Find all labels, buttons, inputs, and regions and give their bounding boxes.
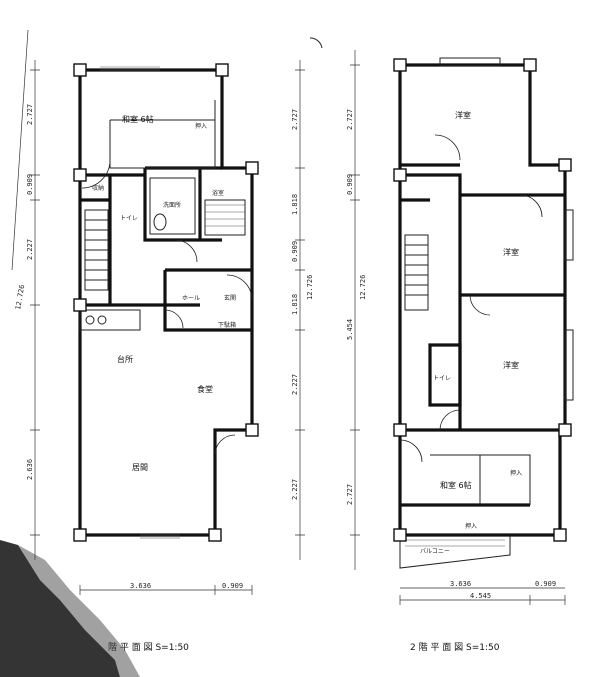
dim-2f-left-5454: 5.454 [346,319,354,340]
room-daidokoro-1f: 台所 [117,354,133,364]
scan-shadow [0,540,140,677]
dim-2f-left-2727: 2.727 [346,109,354,130]
dim-1f-left-2227: 2.227 [26,239,34,260]
dim-1f-right-1818: 1.818 [291,194,299,215]
dim-1f-left-total: 12.726 [14,284,26,310]
washbasin-counter [204,199,246,236]
dim-1f-right-total: 12.726 [306,275,314,300]
room-yoshitsu-2f-east: 洋室 [503,247,519,257]
room-shokudo-1f: 食堂 [197,384,213,394]
dim-1f-left-0909: 0.909 [26,174,34,195]
bath-unit [149,177,196,235]
room-oshiire-1f: 押入 [195,122,207,130]
floor2-plan [350,50,574,605]
dim-2f-left-2727b: 2.727 [346,484,354,505]
room-balcony-2f: バルコニー [420,548,450,555]
room-gekabako-1f: 下駄箱 [218,321,236,329]
dim-1f-left-2636: 2.636 [26,459,34,480]
dim-1f-bottom-0909: 0.909 [222,582,243,590]
room-oshiire-2f: 押入 [510,469,522,477]
dim-2f-left-total: 12.726 [359,275,367,300]
room-shuno-1f: 収納 [92,184,104,192]
toilet-fixture [153,213,167,231]
dim-2f-left-0909: 0.909 [346,174,354,195]
dim-1f-bottom-3636: 3.636 [130,582,151,590]
room-hall-1f: ホール [182,295,200,302]
room-yoshitsu-2f-north: 洋室 [455,110,471,120]
dim-1f-right-2727: 2.727 [291,109,299,130]
floor2-title: 2 階 平 面 図 S=1:50 [410,642,500,653]
dim-1f-right-0909: 0.909 [291,241,299,262]
dim-2f-bottom-3636: 3.636 [450,580,471,588]
room-washitsu-2f: 和室 6帖 [440,480,472,490]
room-ima-1f: 居間 [132,463,148,472]
kitchen-counter [79,309,141,331]
room-toilet-2f: トイレ [433,375,451,382]
scan-mark [309,37,323,49]
floor1-title: 階 平 面 図 S=1:50 [108,642,189,653]
room-senmen-1f: 洗面所 [163,201,181,209]
room-genkan-1f: 玄関 [224,294,236,302]
dim-2f-bottom-0909: 0.909 [535,580,556,588]
floor1-stairs [84,209,109,291]
room-oshiire-2f-b: 押入 [465,522,477,530]
room-yoshitsu-2f-south: 洋室 [503,360,519,370]
dim-1f-right-1818b: 1.818 [291,294,299,315]
dim-1f-left-2727: 2.727 [26,104,34,125]
room-toilet-1f: トイレ [120,215,138,222]
balcony-outline [399,535,511,569]
floor1-plan [11,29,305,595]
dim-2f-bottom-4545: 4.545 [470,592,491,600]
floor2-stairs [404,234,429,311]
room-yokushitsu-1f: 浴室 [212,189,224,197]
room-washitsu-1f: 和室 6帖 [122,114,154,124]
dim-1f-right-2227b: 2.227 [291,479,299,500]
dim-1f-right-2227: 2.227 [291,374,299,395]
